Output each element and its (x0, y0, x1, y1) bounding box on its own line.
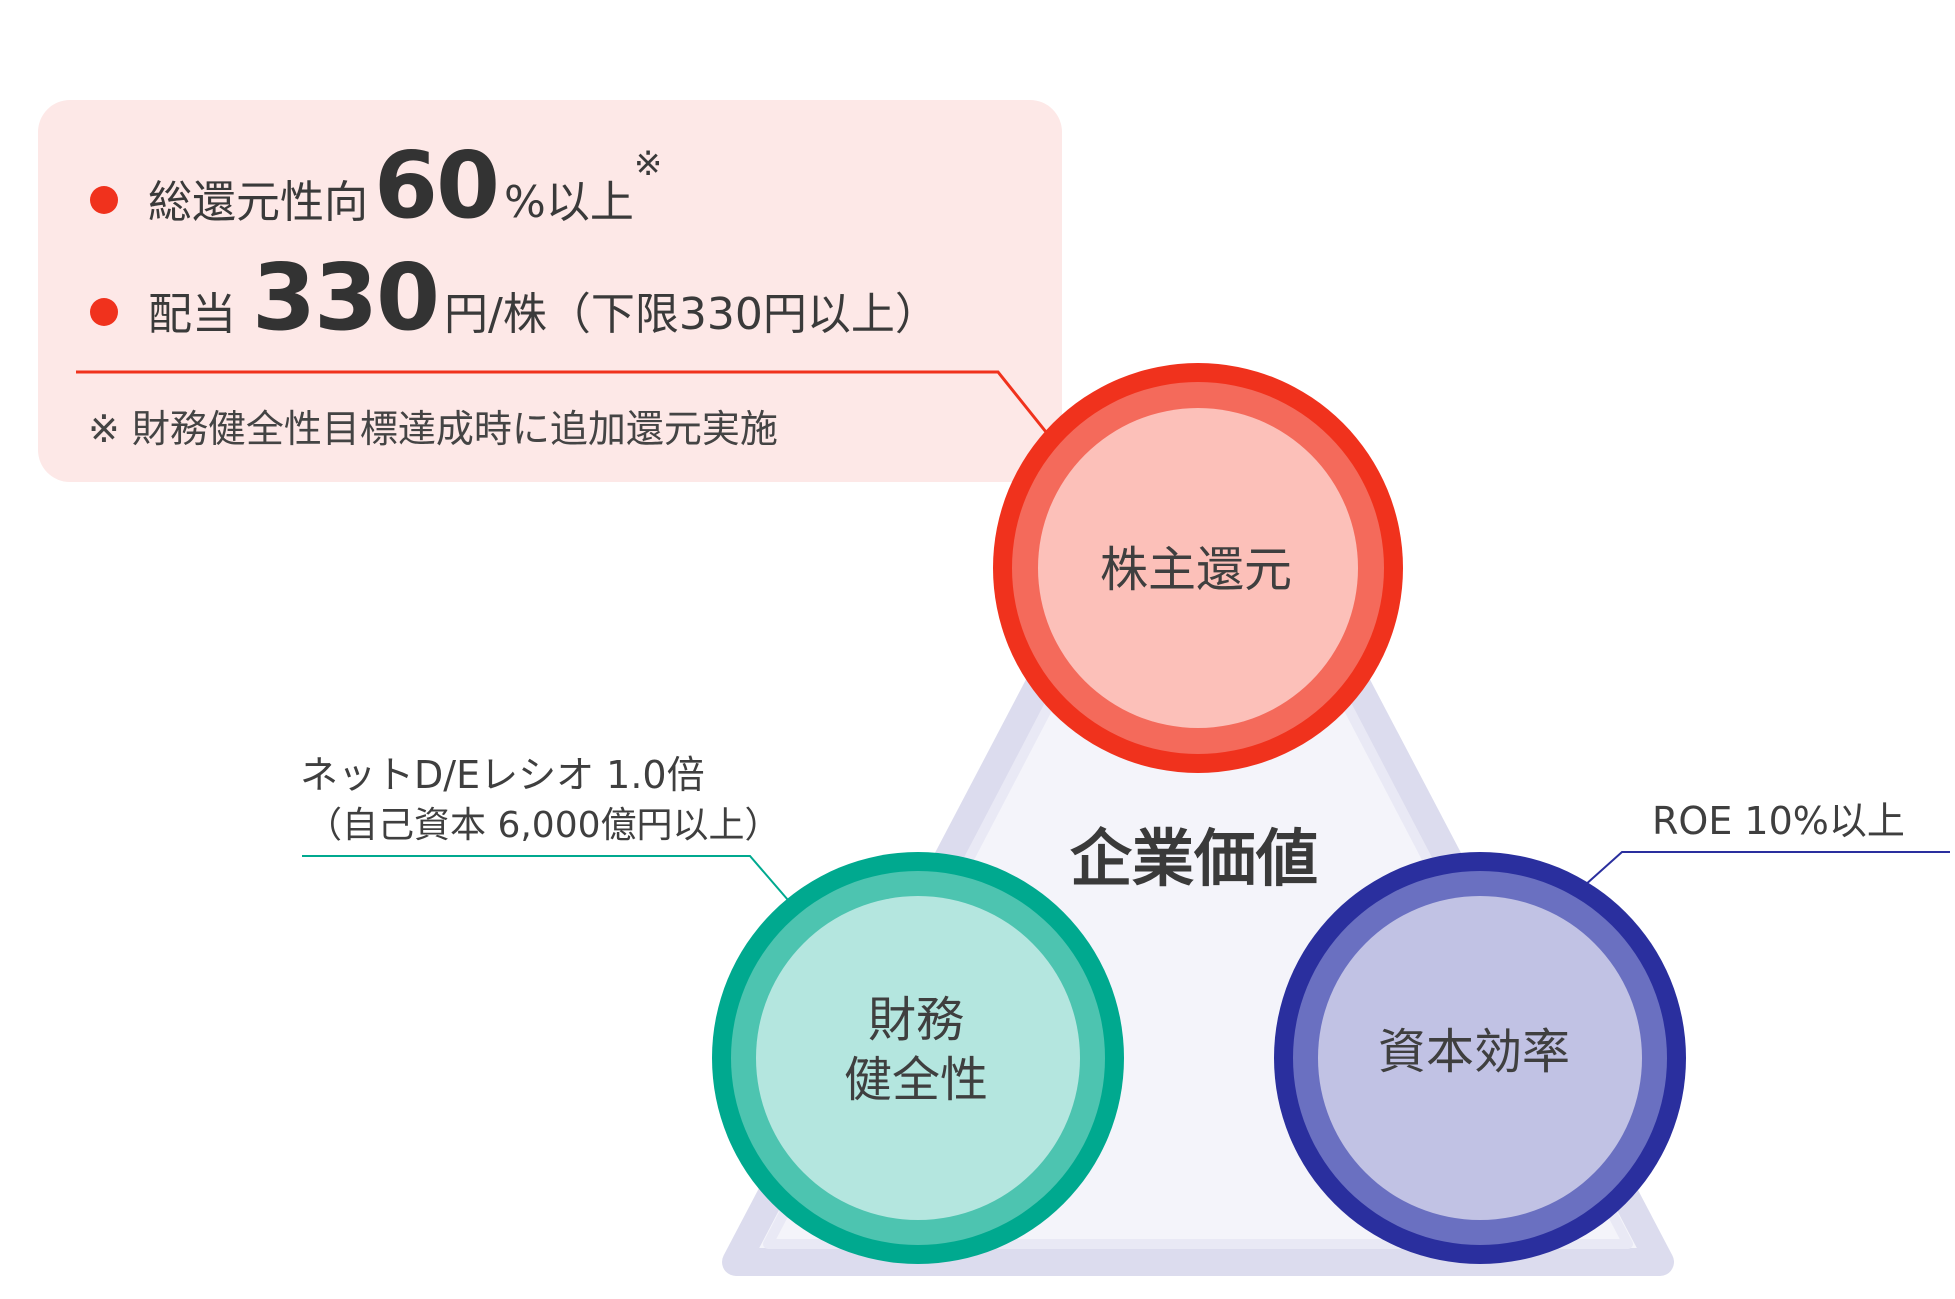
financial-soundness-label-line2: 健全性 (843, 1052, 988, 1108)
corporate-value-title: 企業価値 (1069, 822, 1318, 895)
callout-box (38, 100, 1062, 482)
total-payout-ratio-row: 総還元性向 60 %以上 ※ (148, 140, 662, 232)
total-payout-ratio-value: 60 (374, 132, 500, 239)
net-de-ratio-kpi: ネットD/Eレシオ 1.0倍 (300, 753, 705, 797)
shareholder-return-label: 株主還元 (1099, 542, 1292, 598)
financial-soundness-label: 財務 健全性 (726, 990, 1106, 1110)
roe-kpi: ROE 10%以上 (1652, 799, 1905, 843)
financial-soundness-label-line1: 財務 (867, 992, 964, 1048)
bullet-dot-2 (90, 298, 118, 326)
dividend-row: 配当 330 円/株（下限330円以上） (148, 252, 939, 344)
total-payout-ratio-suffix: %以上 (504, 177, 634, 228)
shareholder-leader-line (76, 370, 1048, 433)
total-payout-ratio-label: 総還元性向 (148, 177, 368, 228)
footnote-mark: ※ (633, 144, 663, 184)
equity-kpi: （自己資本 6,000億円以上） (306, 805, 781, 846)
bullet-dot-1 (90, 186, 118, 214)
shareholder-return-node (993, 363, 1403, 773)
value-triangle-inner-edge (763, 415, 1633, 1249)
capital-leader-line (1583, 851, 1950, 887)
capital-efficiency-label: 資本効率 (1377, 1024, 1570, 1080)
financial-soundness-node (712, 852, 1124, 1264)
dividend-label: 配当 (148, 289, 236, 340)
dividend-suffix: 円/株（下限330円以上） (444, 289, 939, 340)
dividend-value: 330 (252, 244, 440, 351)
callout-footnote: ※ 財務健全性目標達成時に追加還元実施 (88, 407, 778, 451)
capital-efficiency-node (1274, 852, 1686, 1264)
financial-leader-line (302, 855, 789, 901)
